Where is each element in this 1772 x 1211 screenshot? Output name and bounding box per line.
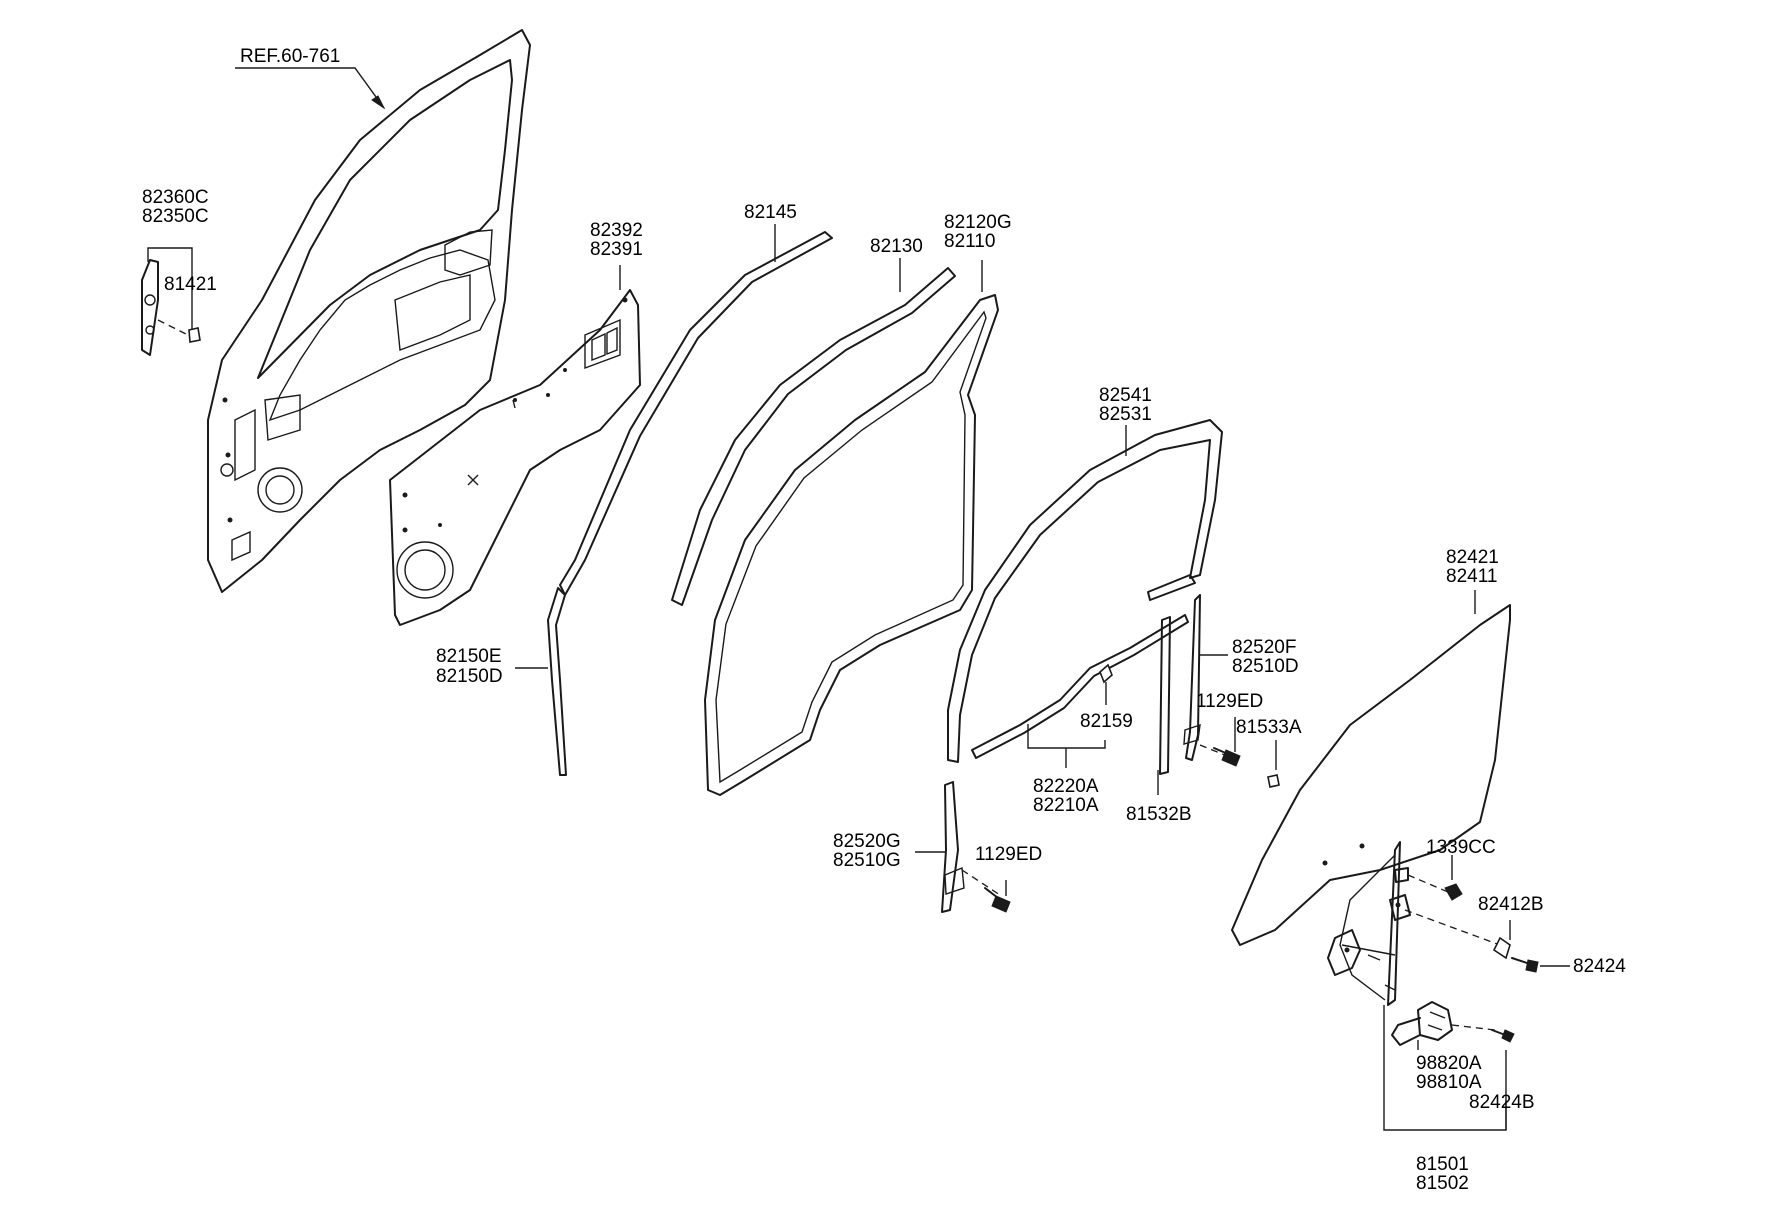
label-82412B: 82412B — [1478, 894, 1544, 915]
label-81532B: 81532B — [1126, 804, 1192, 825]
label-82421: 82421 — [1446, 547, 1499, 568]
label-82210A: 82210A — [1033, 795, 1099, 816]
screw-82424B — [1451, 1024, 1515, 1043]
label-82531: 82531 — [1099, 404, 1152, 425]
label-82424B: 82424B — [1469, 1092, 1535, 1113]
clip-82412B — [1404, 909, 1511, 960]
door-trim-panel — [389, 289, 641, 626]
weatherstrip-82110 — [704, 294, 999, 796]
ref-label: REF.60-761 — [240, 46, 340, 67]
label-82120G: 82120G — [944, 212, 1012, 233]
bolt-1129ED-lower — [961, 869, 1011, 913]
label-1129ED-upper: 1129ED — [1196, 691, 1263, 712]
regulator-motor — [1391, 1001, 1453, 1046]
label-82220A: 82220A — [1033, 776, 1099, 797]
door-checker-bracket — [141, 259, 189, 356]
leader-82360C — [147, 247, 193, 330]
door-glass — [1231, 604, 1511, 946]
ref-leader — [235, 67, 385, 109]
label-82110: 82110 — [944, 231, 995, 252]
label-82392: 82392 — [590, 220, 643, 241]
belt-weatherstrip — [971, 614, 1189, 759]
label-82150E: 82150E — [436, 646, 502, 667]
nut-1339CC — [1407, 874, 1463, 901]
door-panel — [207, 29, 531, 593]
label-82520F: 82520F — [1232, 637, 1296, 658]
label-81533A: 81533A — [1236, 717, 1302, 738]
clip-81533A — [1267, 774, 1280, 788]
bolt-1129ED-upper — [1199, 744, 1241, 767]
lower-run-channel — [547, 587, 567, 776]
screw-82424 — [1511, 957, 1539, 973]
label-82391: 82391 — [590, 239, 643, 260]
label-82360C: 82360C — [142, 187, 209, 208]
label-82510D: 82510D — [1232, 656, 1299, 677]
front-lower-channel — [941, 781, 965, 913]
label-1129ED-lower: 1129ED — [975, 844, 1042, 865]
window-regulator — [1327, 841, 1411, 1006]
clip-81421 — [188, 327, 201, 343]
label-81421: 81421 — [164, 274, 217, 295]
label-82145: 82145 — [744, 202, 797, 223]
label-82520G: 82520G — [833, 831, 901, 852]
label-82150D: 82150D — [436, 666, 503, 687]
label-81501: 81501 — [1416, 1154, 1469, 1175]
label-82159: 82159 — [1080, 711, 1133, 732]
label-1339CC: 1339CC — [1426, 837, 1496, 858]
label-82350C: 82350C — [142, 206, 209, 227]
weatherstrip-82130 — [671, 267, 956, 606]
rear-channel-81532B — [1159, 616, 1171, 775]
clip-82159 — [1099, 663, 1113, 684]
label-82541: 82541 — [1099, 385, 1152, 406]
label-82424: 82424 — [1573, 956, 1626, 977]
label-98820A: 98820A — [1416, 1053, 1482, 1074]
label-82130: 82130 — [870, 236, 923, 257]
ref-arrow — [371, 95, 386, 110]
glass-run-channel — [559, 231, 833, 596]
label-82411: 82411 — [1446, 566, 1497, 587]
door-glass-run — [947, 419, 1223, 763]
label-82510G: 82510G — [833, 850, 901, 871]
rear-lower-channel-82520F — [1183, 594, 1201, 761]
label-98810A: 98810A — [1416, 1072, 1482, 1093]
label-81502: 81502 — [1416, 1173, 1469, 1194]
